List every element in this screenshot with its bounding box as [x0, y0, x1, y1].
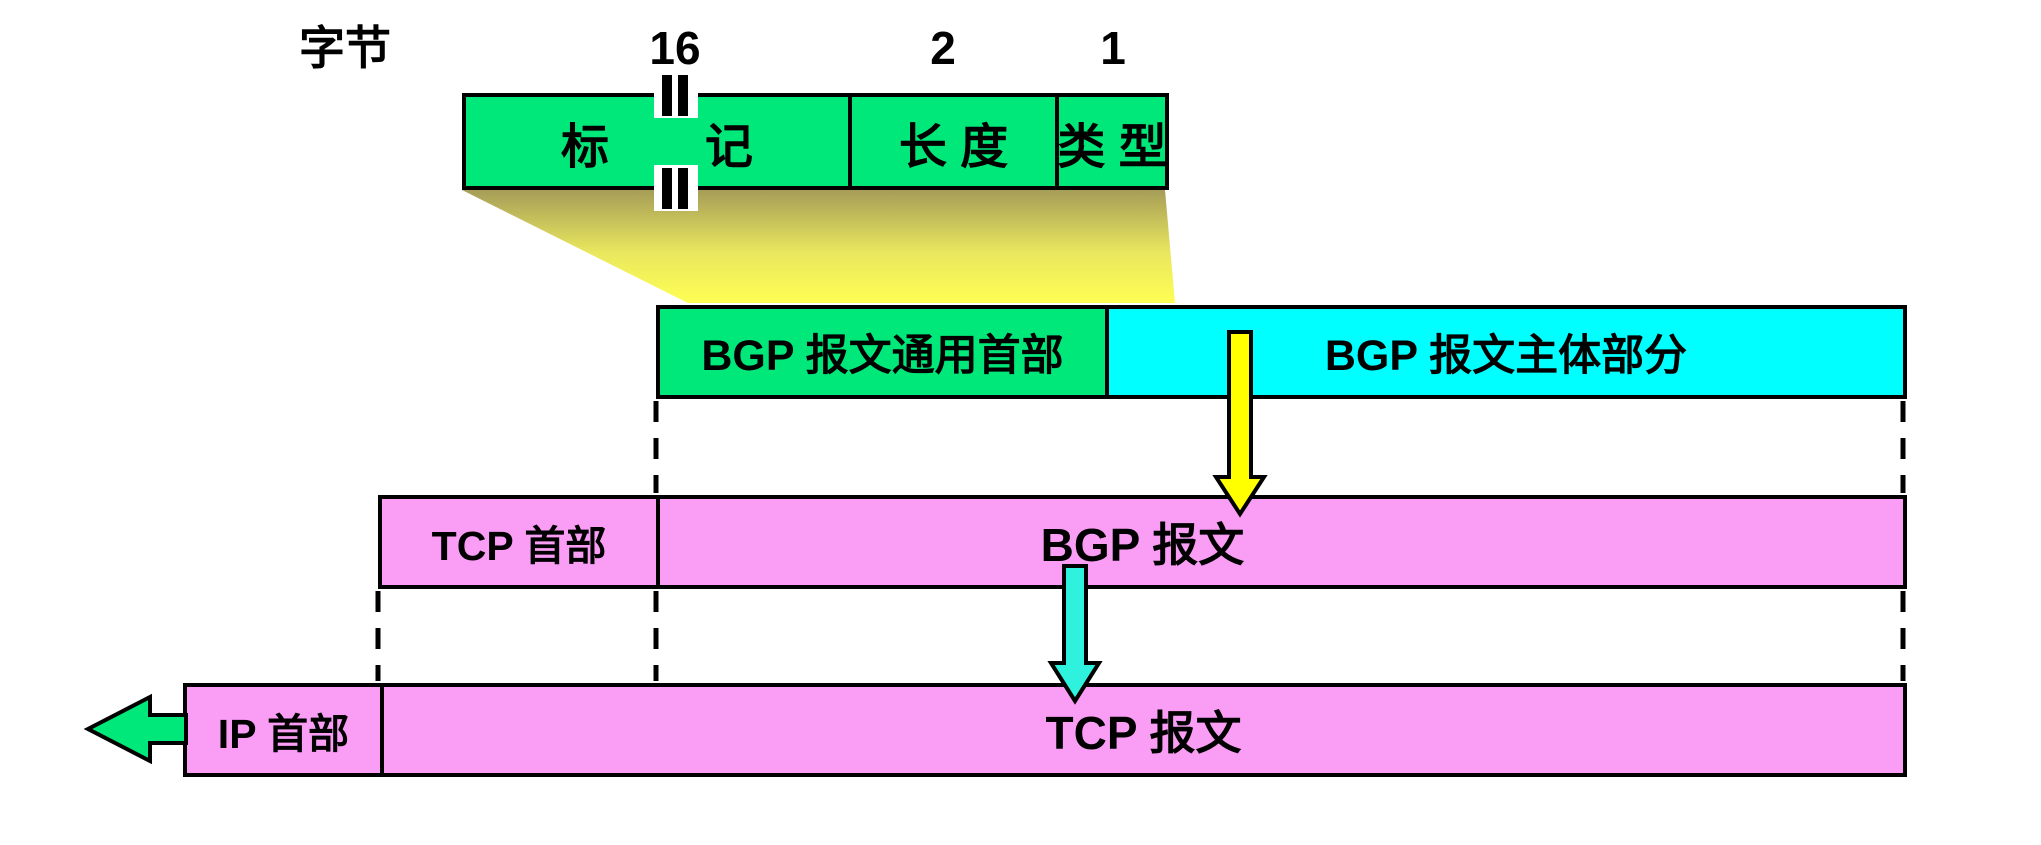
bgp-common-header-cell: BGP 报文通用首部: [656, 305, 1109, 399]
type-size-label: 1: [1100, 22, 1126, 74]
tcp-header-label: TCP 首部: [431, 523, 607, 569]
length-field-label: 长 度: [898, 120, 1009, 174]
type-field: 类 型: [1055, 93, 1169, 190]
tcp-segment-label: TCP 报文: [1045, 707, 1242, 759]
marker-field: 标 记: [462, 93, 852, 190]
bgp-message-text: BGP 报文: [1040, 519, 1245, 571]
bgp-body-label: BGP 报文主体部分: [1324, 332, 1688, 380]
tcp-segment-cell: TCP 报文: [380, 683, 1907, 777]
ip-header-label: IP 首部: [217, 711, 350, 757]
length-field: 长 度: [848, 93, 1059, 190]
ip-header-cell: IP 首部: [183, 683, 384, 777]
bgp-common-header-label: BGP 报文通用首部: [701, 332, 1064, 380]
marker-field-label: 标 记: [560, 120, 753, 174]
length-size-label: 2: [930, 22, 956, 74]
bgp-body-cell: BGP 报文主体部分: [1105, 305, 1907, 399]
bgp-message-label: BGP 报文: [378, 495, 1907, 589]
type-field-label: 类 型: [1057, 120, 1167, 174]
marker-size-label: 16: [649, 22, 701, 74]
byte-scale-label: 字节: [299, 22, 391, 74]
bgp-message-cell: [656, 495, 1907, 589]
